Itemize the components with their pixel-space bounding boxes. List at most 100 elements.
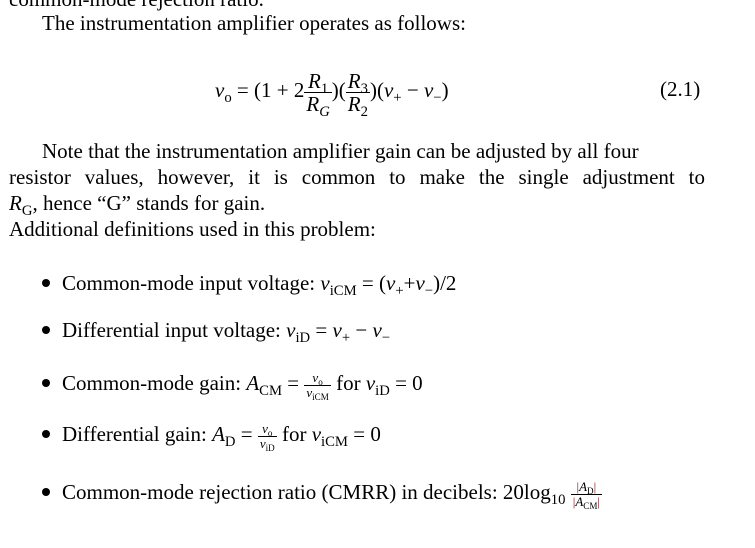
math-text: (1 + 2 [254,78,305,102]
math-text: ) [441,78,449,102]
fraction-ad-acm: |AD||ACM| [570,479,603,511]
list-item-cmrr: Common-mode rejection ratio (CMRR) in de… [62,479,603,511]
math-text: iD [375,383,390,400]
math-text: − [381,330,391,347]
note-line-2: resistor values, however, it is common t… [9,165,705,189]
math-text: v [320,271,330,295]
math-text: | [593,479,597,495]
math-text: G [21,203,33,220]
math-text: − [406,78,419,102]
math-text: v [372,318,382,342]
math-text: 2 [360,103,368,120]
math-text: D [587,486,594,497]
math-text: Common-mode rejection ratio (CMRR) in de… [62,480,503,504]
math-sub: o [224,90,232,107]
equation-number: (2.1) [660,77,701,101]
math-text: Common-mode input voltage: [62,271,321,295]
math-text: o [318,377,323,388]
math-text: = ( [356,271,386,295]
math-text: o [267,428,273,439]
math-text: − [433,90,442,107]
math-text: 1 [320,80,329,97]
math-text: + [403,271,416,295]
math-text: for [276,422,312,446]
math-text: v [259,435,266,451]
math-text: )/2 [433,271,457,295]
bullet-icon [42,279,50,287]
list-item-common-mode-voltage: Common-mode input voltage: viCM = (v++v−… [62,270,457,300]
math-text: CM [583,500,598,511]
note-line-3: RG, hence “G” stands for gain. [9,190,266,220]
math-text: + [395,283,404,300]
math-text: | [572,493,576,509]
math-text: R [347,91,361,116]
math-text: R [306,91,320,116]
math-text: v [332,318,342,342]
math-text: | [597,493,601,509]
math-text: 10 [550,492,566,509]
math-text: 3 [360,80,368,97]
math-text: , hence “G” stands for gain. [32,191,266,215]
math-text: + [393,90,402,107]
math-text: v [312,370,319,386]
math-text: R [307,68,321,93]
math-text: iD [265,442,275,453]
math-text: for [330,371,366,395]
math-text: G [319,103,330,120]
math-text: D [224,434,236,451]
math-var: v [215,78,225,102]
math-text: )( [369,78,384,102]
bullet-icon [42,430,50,438]
math-text: iCM [321,434,348,451]
math-text: R [347,68,361,93]
math-text: − [350,318,373,342]
math-text: Differential gain: [62,422,213,446]
math-text: CM [259,383,283,400]
math-text: v [423,78,434,102]
math-text: = [235,422,258,446]
math-text: = 0 [389,371,423,395]
math-text: v [286,318,296,342]
note-line-1: Note that the instrumentation amplifier … [42,139,639,163]
math-text: 20log [502,480,551,504]
bullet-icon [42,488,50,496]
math-text: A [575,493,584,509]
math-text: v [415,271,425,295]
math-text: v [386,271,396,295]
math-text: + [341,330,351,347]
math-text: v [365,371,376,395]
math-text: = 0 [347,422,381,446]
math-text: A [212,422,225,446]
math-text: v [262,421,268,437]
math-text: Differential input voltage: [62,318,287,342]
math-text: iD [295,330,311,347]
math-text: )( [331,78,346,102]
intro-paragraph: The instrumentation amplifier operates a… [42,11,466,35]
math-text: | [576,479,580,495]
math-text: − [424,283,434,300]
math-text: v [306,384,313,400]
bullet-icon [42,379,50,387]
math-text: iCM [312,391,329,402]
math-text: A [246,371,260,395]
math-text: R [9,191,22,215]
additional-definitions-heading: Additional definitions used in this prob… [9,217,376,241]
bullet-icon [42,326,50,334]
math-text: = [282,371,305,395]
math-text: v [383,78,394,102]
cut-off-text-line: common-mode rejection ratio. [9,0,264,12]
list-item-differential-voltage: Differential input voltage: viD = v+ − v… [62,317,391,347]
math-text: = [310,318,333,342]
math-op: = [236,78,249,102]
math-text: v [311,422,322,446]
math-text: A [579,479,588,495]
math-text: Common-mode gain: [62,371,247,395]
math-text: iCM [329,283,357,300]
